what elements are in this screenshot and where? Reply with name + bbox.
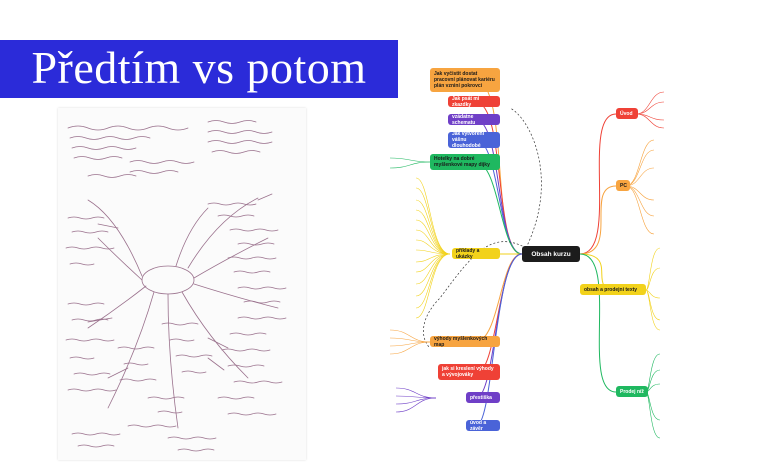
branch-node[interactable]: příklady a ukázky — [452, 248, 500, 259]
handdrawn-mindmap-image — [58, 108, 306, 460]
title-banner: Předtím vs potom — [0, 40, 398, 98]
branch-node[interactable]: Jak psát mi zkazdky — [448, 96, 500, 107]
branch-node[interactable]: vzádatne schematu — [448, 114, 500, 125]
digital-mindmap: Jak vyčistit dostat pracovní plánovat ka… — [330, 58, 768, 462]
branch-node[interactable]: výhody myšlenkových map — [430, 336, 500, 347]
center-node[interactable]: Obsah kurzu — [522, 246, 580, 262]
branch-node[interactable]: PC — [616, 180, 630, 191]
branch-node[interactable]: jak si kreslení výhody a vývojováky — [438, 364, 500, 380]
branch-node[interactable]: Prodej níž — [616, 386, 648, 397]
branch-node[interactable]: přestiška — [466, 392, 500, 403]
branch-node[interactable]: Jak vyčistit dostat pracovní plánovat ka… — [430, 68, 500, 92]
branch-node[interactable]: obsah a prodejní texty — [580, 284, 646, 295]
banner-title: Předtím vs potom — [31, 42, 367, 93]
branch-node[interactable]: Jak vytvoření vášnu dlouhodobé — [448, 132, 500, 148]
branch-node[interactable]: úvod a závěr — [466, 420, 500, 431]
handdrawn-sketch-drawing — [65, 120, 287, 452]
branch-node[interactable]: Hotelky na dobré myšlenkové mapy dijky — [430, 154, 500, 170]
branch-node[interactable]: Úvod — [616, 108, 638, 119]
